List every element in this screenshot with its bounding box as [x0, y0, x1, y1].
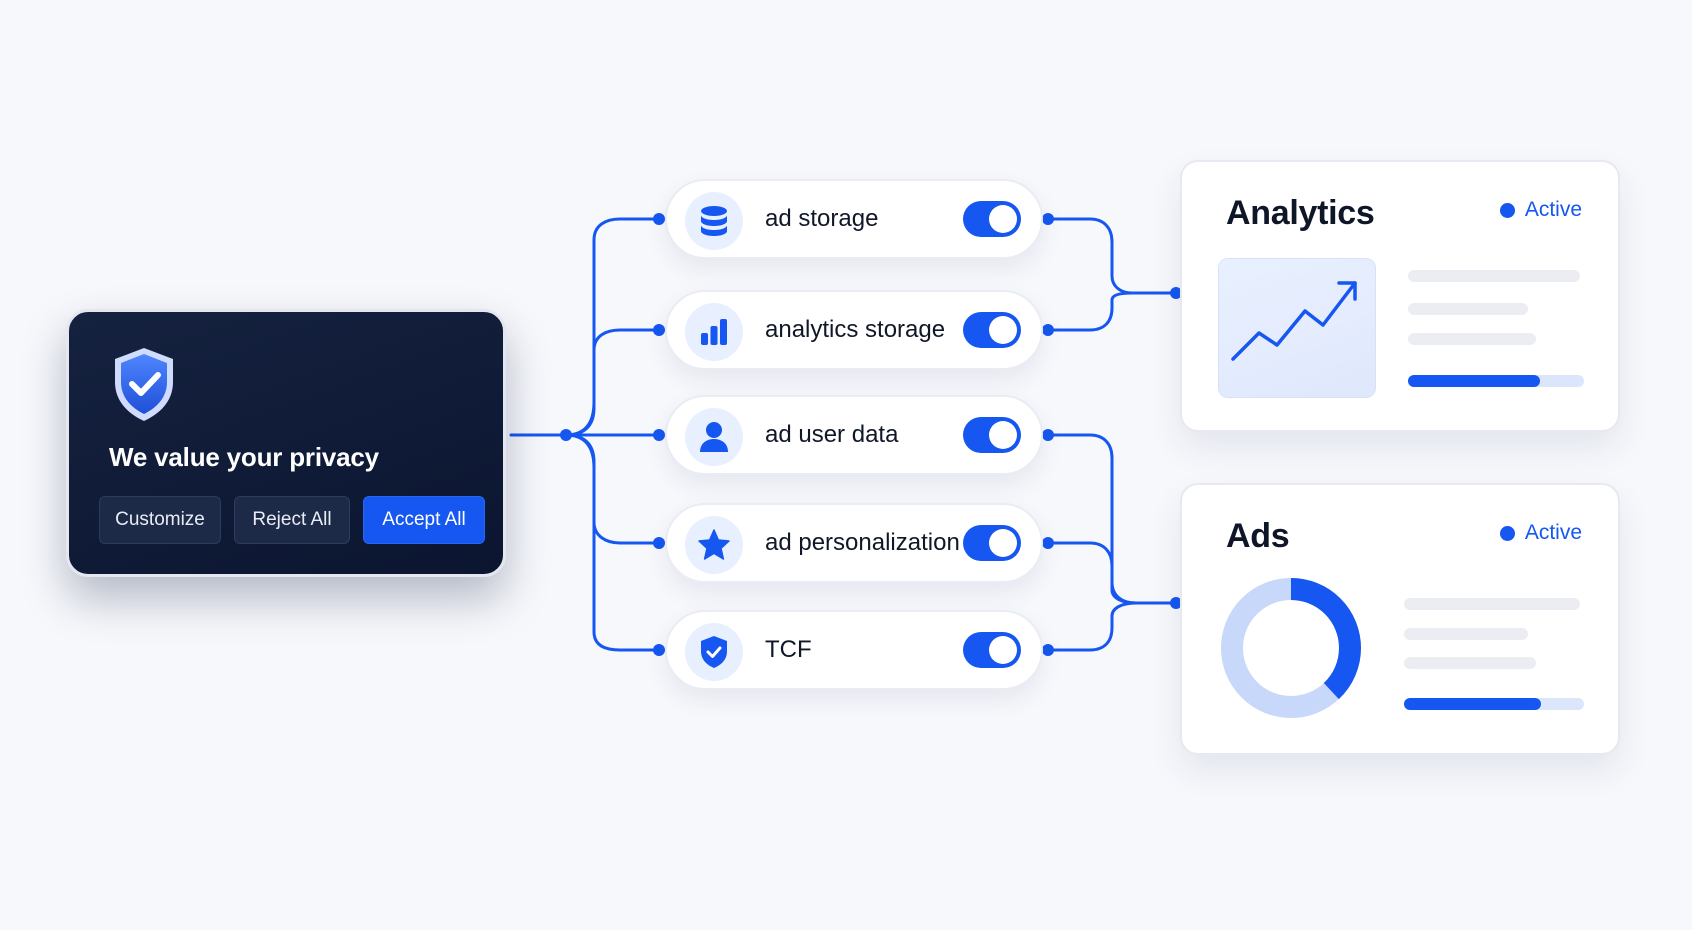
consent-item-label: ad storage	[765, 205, 879, 232]
status-dot	[1499, 525, 1515, 541]
ads-card-title: Ads	[1226, 517, 1290, 555]
consent-item-analytics-storage: analytics storage	[665, 290, 1043, 370]
status-dot	[1499, 202, 1515, 218]
ad-storage-toggle[interactable]	[963, 201, 1021, 237]
ad-personalization-toggle[interactable]	[963, 525, 1021, 561]
user-icon	[700, 422, 728, 452]
connector-node-analytics-storage-out	[1042, 324, 1054, 336]
toggle-knob	[989, 205, 1017, 233]
trend-chart-tile	[1218, 258, 1376, 398]
analytics-card-title: Analytics	[1226, 194, 1375, 232]
analytics-progress-bar	[1408, 375, 1584, 387]
donut-segment	[1221, 578, 1361, 718]
banner-title: We value your privacy	[109, 442, 379, 472]
skeleton-line	[1404, 657, 1536, 669]
connector-node-ad-personalization-in	[653, 537, 665, 549]
customize-button[interactable]: Customize	[99, 496, 221, 544]
connector-node-ad-personalization-out	[1042, 537, 1054, 549]
reject-all-button[interactable]: Reject All	[234, 496, 350, 544]
consent-item-label: ad personalization	[765, 529, 960, 556]
icon-badge	[685, 192, 743, 250]
connector-ad-storage-to-analytics	[1046, 217, 1177, 295]
status-label: Active	[1524, 521, 1582, 544]
connector-node-analytics-card	[1170, 287, 1182, 299]
progress-fill	[1408, 375, 1540, 387]
consent-item-ad-user-data: ad user data	[665, 395, 1043, 475]
consent-item-label: analytics storage	[765, 316, 946, 343]
icon-badge	[685, 303, 743, 361]
donut-chart	[1220, 577, 1362, 719]
database-icon	[701, 206, 727, 236]
toggle-knob	[989, 636, 1017, 664]
toggle-knob	[989, 316, 1017, 344]
tcf-toggle[interactable]	[963, 632, 1021, 668]
consent-banner: We value your privacy Customize Reject A…	[66, 309, 506, 577]
status-label: Active	[1524, 198, 1582, 221]
star-icon	[698, 529, 730, 560]
connector-ad-personalization-to-ads	[1046, 541, 1138, 605]
connector-node-ad-user-data-in	[653, 429, 665, 441]
connector-analytics-storage-to-analytics	[1046, 291, 1134, 332]
analytics-status-badge: Active	[1499, 198, 1582, 222]
connector-tcf-to-ads	[1046, 601, 1138, 652]
icon-badge	[685, 516, 743, 574]
connector-to-tcf	[564, 433, 661, 652]
toggle-knob	[989, 529, 1017, 557]
skeleton-line	[1408, 303, 1528, 315]
consent-item-label: ad user data	[765, 421, 899, 448]
analytics-card: Analytics Active	[1180, 160, 1620, 432]
consent-item-ad-personalization: ad personalization	[665, 503, 1043, 583]
connector-node-analytics-storage-in	[653, 324, 665, 336]
connector-node-banner	[560, 429, 572, 441]
progress-fill	[1404, 698, 1541, 710]
skeleton-line	[1404, 628, 1528, 640]
accept-all-button[interactable]: Accept All	[363, 496, 485, 544]
ad-user-data-toggle[interactable]	[963, 417, 1021, 453]
consent-item-label: TCF	[765, 636, 812, 663]
skeleton-line	[1404, 598, 1580, 610]
icon-badge	[685, 408, 743, 466]
connector-node-ads-card	[1170, 597, 1182, 609]
analytics-storage-toggle[interactable]	[963, 312, 1021, 348]
skeleton-line	[1408, 270, 1580, 282]
shield-check-icon	[115, 348, 173, 421]
ads-card: Ads Active	[1180, 483, 1620, 755]
consent-item-ad-storage: ad storage	[665, 179, 1043, 259]
skeleton-line	[1408, 333, 1536, 345]
connector-node-tcf-in	[653, 644, 665, 656]
ads-status-badge: Active	[1499, 521, 1582, 545]
consent-item-tcf: TCF	[665, 610, 1043, 690]
trend-up-icon	[1231, 281, 1357, 361]
shield-check-icon	[701, 636, 727, 668]
connector-node-tcf-out	[1042, 644, 1054, 656]
connector-node-ad-storage-in	[653, 213, 665, 225]
connector-node-ad-user-data-out	[1042, 429, 1054, 441]
connector-node-ad-storage-out	[1042, 213, 1054, 225]
connector-to-analytics-storage	[564, 328, 661, 437]
toggle-knob	[989, 421, 1017, 449]
bar-chart-icon	[701, 319, 727, 345]
ads-progress-bar	[1404, 698, 1584, 710]
connector-to-ad-storage	[564, 217, 661, 437]
connector-to-ad-personalization	[564, 433, 661, 545]
icon-badge	[685, 623, 743, 681]
